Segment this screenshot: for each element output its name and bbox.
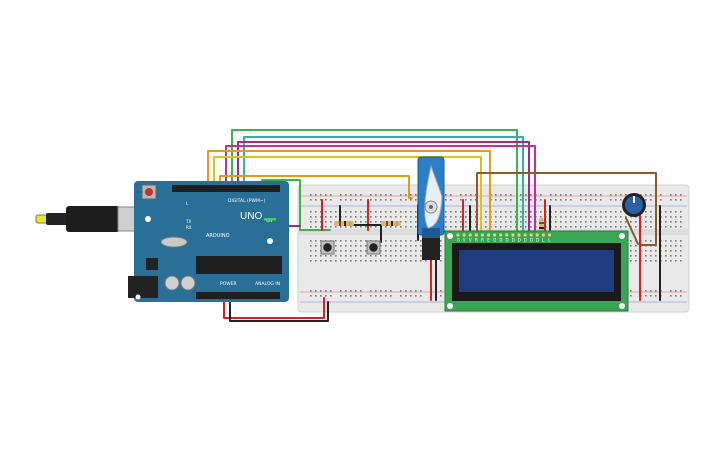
push-button-2[interactable] bbox=[366, 240, 381, 255]
lcd-pin-label: L bbox=[548, 238, 551, 243]
lcd-pin bbox=[493, 233, 497, 237]
resistor-2[interactable] bbox=[381, 221, 401, 226]
lcd-pin bbox=[474, 233, 478, 237]
led-label-rx: RX bbox=[186, 225, 192, 230]
wire-yellow bbox=[213, 156, 482, 239]
lcd-pin bbox=[517, 233, 521, 237]
wire-brown-2 bbox=[625, 217, 639, 245]
wires bbox=[207, 129, 661, 322]
lcd-pin-label: D bbox=[499, 238, 502, 243]
resistor-1[interactable] bbox=[334, 221, 354, 226]
lcd-pin-label: D bbox=[518, 238, 521, 243]
resistor-3[interactable] bbox=[539, 218, 544, 234]
lcd-pin-label: D bbox=[530, 238, 533, 243]
lcd-pin-label: D bbox=[524, 238, 527, 243]
wire-brown-1 bbox=[476, 172, 657, 246]
wire-black-2 bbox=[339, 205, 382, 243]
wire-orange-2 bbox=[219, 175, 413, 199]
lcd-pin-label: R bbox=[475, 238, 478, 243]
arduino-brand-label: ARDUINO bbox=[206, 233, 230, 239]
servo-motor[interactable] bbox=[417, 156, 445, 260]
lcd-pin bbox=[511, 233, 515, 237]
arduino-uno[interactable]: ARDUINO UNO DIGITAL (PWM~) POWER ANALOG … bbox=[128, 181, 289, 302]
lcd-pin-label: E bbox=[487, 238, 490, 243]
lcd-pin bbox=[480, 233, 484, 237]
potentiometer[interactable] bbox=[622, 193, 646, 217]
wire-orange-1 bbox=[207, 150, 491, 239]
lcd-pin bbox=[468, 233, 472, 237]
wire-black-1 bbox=[229, 297, 329, 322]
usb-cable bbox=[35, 206, 139, 232]
power-header-label: POWER bbox=[220, 281, 237, 287]
lcd-pin-label: L bbox=[542, 238, 545, 243]
arduino-model-label: UNO bbox=[240, 211, 262, 222]
analog-header-label: ANALOG IN bbox=[255, 281, 280, 287]
lcd-pin bbox=[486, 233, 491, 237]
lcd-pin bbox=[535, 233, 539, 237]
lcd-pin bbox=[456, 233, 460, 237]
lcd-pin bbox=[462, 233, 466, 237]
lcd-pin bbox=[505, 233, 509, 237]
breadboard-holes bbox=[310, 194, 682, 297]
lcd-pin-label: D bbox=[512, 238, 515, 243]
wire-green bbox=[231, 129, 518, 239]
wire-purple bbox=[237, 141, 530, 239]
lcd-pin-label: G bbox=[457, 238, 460, 243]
lcd-pin-label: V bbox=[469, 238, 472, 243]
wire-teal bbox=[243, 136, 524, 239]
digital-header-label: DIGITAL (PWM~) bbox=[228, 198, 266, 204]
lcd-pin-label: D bbox=[506, 238, 509, 243]
lcd-pin-label: V bbox=[463, 238, 466, 243]
lcd-pin-label: R bbox=[481, 238, 484, 243]
led-label-tx: TX bbox=[185, 219, 191, 224]
wire-red-1 bbox=[223, 297, 325, 319]
led-label-l: L bbox=[186, 201, 189, 206]
lcd-pin bbox=[499, 233, 503, 237]
lcd-pin bbox=[529, 233, 533, 237]
lcd-pin-label: D bbox=[493, 238, 496, 243]
lcd-pin bbox=[541, 233, 546, 237]
lcd-pin-label: D bbox=[536, 238, 539, 243]
push-button-1[interactable] bbox=[320, 240, 335, 255]
reset-button[interactable] bbox=[145, 188, 153, 196]
lcd-pin bbox=[523, 233, 527, 237]
lcd-pin bbox=[547, 233, 552, 237]
wire-magenta bbox=[225, 145, 536, 239]
